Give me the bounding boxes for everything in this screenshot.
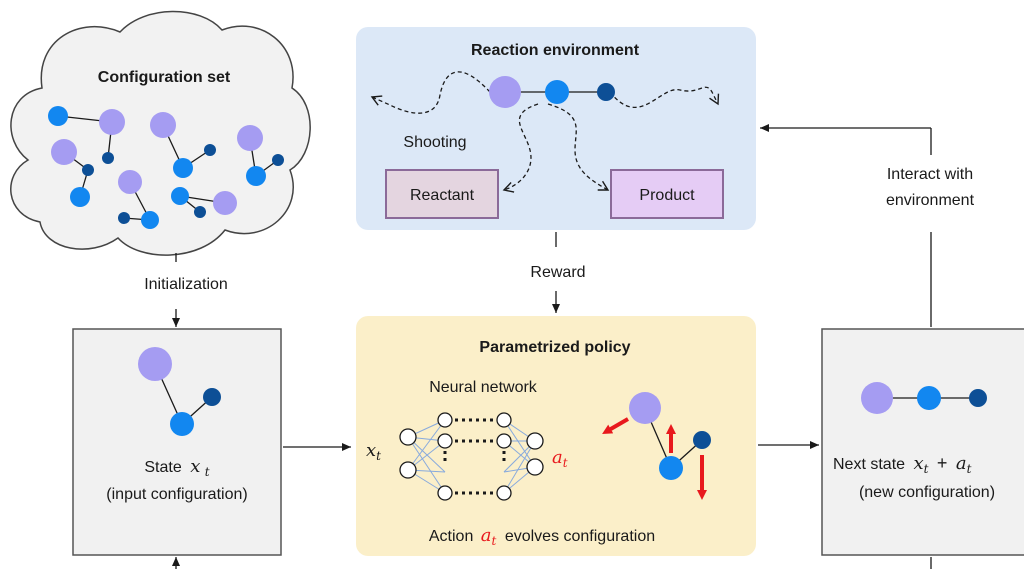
trajectories [370,71,720,193]
nn-node [496,485,512,501]
nn-node [437,412,453,428]
atom-large [629,392,661,424]
reactant-box [385,169,499,219]
action-caption: Action at evolves configuration [429,525,655,549]
atom-small [969,389,987,407]
next-state-box: Next state xt + at (new configuration) [821,328,1024,556]
product-label: Product [639,187,695,204]
atom-small [102,152,114,164]
atom-large [237,125,263,151]
trajectory-product [547,103,610,191]
atom-small [693,431,711,449]
nn-node [496,433,512,449]
nn-node [437,433,453,449]
atom-small [204,144,216,156]
state-box: State x t (input configuration) [72,328,282,556]
nn-node [399,428,417,446]
neural-network-label: Neural network [429,379,538,396]
atom-large [138,347,172,381]
next-state-a: a [956,453,967,474]
next-state-label-text: Next state [833,456,905,473]
configuration-atoms [48,106,284,229]
atom-small [82,164,94,176]
state-label: State x t [144,456,209,479]
atom-large [489,76,521,108]
atom-small [597,83,615,101]
atom-mid [917,386,941,410]
interact-label-line1: Interact with [887,166,973,183]
parametrized-policy: Parametrized policy Neural network [356,316,756,556]
action-arrow-left [602,417,630,435]
reaction-environment: Reaction environment Shooting Reactant P… [356,27,756,230]
configuration-set-title: Configuration set [98,69,231,86]
nn-node [526,432,544,450]
nn-output-symbol: at [552,447,568,470]
interact-label-line2: environment [886,192,975,209]
reward-label: Reward [530,264,585,281]
product-box [610,169,724,219]
atom-large [150,112,176,138]
reaction-environment-title: Reaction environment [471,42,640,59]
atom-mid [545,80,569,104]
state-symbol: x [190,456,200,477]
shooting-label: Shooting [403,134,466,151]
action-arrows [602,417,707,500]
atom-mid [170,412,194,436]
atom-mid [141,211,159,229]
atom-mid [659,456,683,480]
action-subscript: t [492,534,497,548]
nn-hidden-dots [443,418,506,495]
atom-mid [173,158,193,178]
reactant-label: Reactant [410,187,475,204]
trajectory-left [370,71,491,114]
next-state-caption: (new configuration) [859,484,995,501]
atom-mid [171,187,189,205]
state-subscript: t [205,465,210,479]
trajectory-reactant [502,103,539,193]
action-suffix: evolves configuration [505,528,655,545]
state-caption: (input configuration) [106,486,247,503]
atom-mid [246,166,266,186]
atom-small [118,212,130,224]
atom-large [51,139,77,165]
nn-node [399,461,417,479]
nn-node [496,412,512,428]
atom-small [272,154,284,166]
state-label-text: State [144,459,181,476]
atom-large [118,170,142,194]
atom-small [203,388,221,406]
next-state-x: x [913,453,923,474]
atom-large [861,382,893,414]
next-state-box-frame [821,328,1024,556]
trajectory-right [609,86,720,108]
atom-small [194,206,206,218]
nn-input-symbol: xt [366,440,381,463]
action-symbol: a [481,525,492,546]
policy-title: Parametrized policy [479,339,630,356]
atom-mid [70,187,90,207]
configuration-set-cloud: Configuration set [10,10,311,256]
atom-large [99,109,125,135]
state-box-frame [72,328,282,556]
atom-large [213,191,237,215]
nn-node [437,485,453,501]
next-state-label: Next state xt + at [833,453,972,477]
action-prefix: Action [429,528,473,545]
next-state-plus: + [937,453,948,473]
nn-node [526,458,544,476]
nn-nodes [399,412,544,501]
initialization-label: Initialization [144,276,228,293]
policy-panel [356,316,756,556]
atom-mid [48,106,68,126]
